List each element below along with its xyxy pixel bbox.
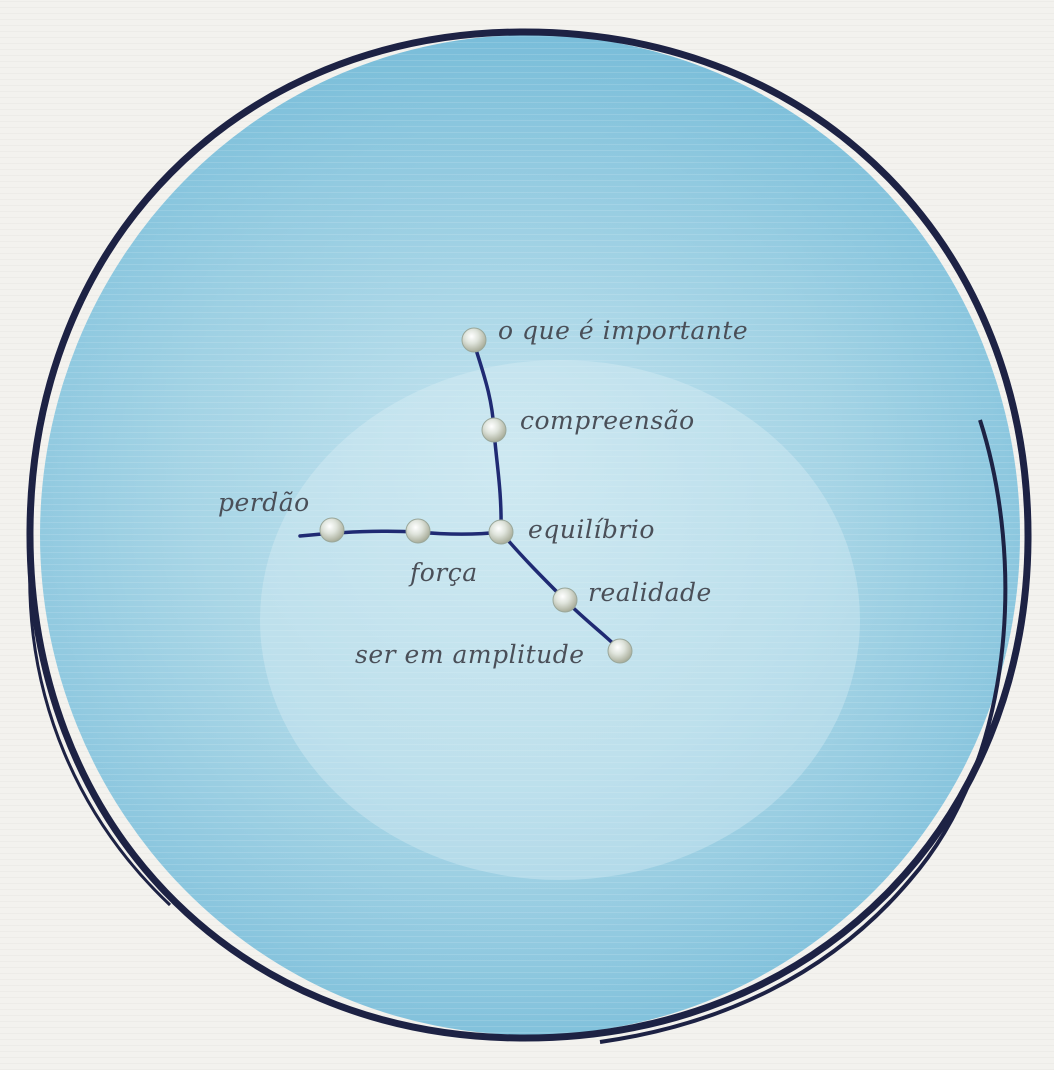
label-o-que-e-importante: o que é importante — [498, 316, 748, 345]
watercolor-light-bloom — [260, 360, 860, 880]
label-ser-em-amplitude: ser em amplitude — [355, 640, 585, 669]
bead — [553, 588, 577, 612]
bead — [320, 518, 344, 542]
bead — [482, 418, 506, 442]
label-equilibrio: equilíbrio — [528, 515, 655, 544]
label-forca: força — [410, 558, 478, 587]
label-compreensao: compreensão — [520, 406, 695, 435]
label-realidade: realidade — [588, 578, 712, 607]
label-perdao: perdão — [218, 488, 310, 517]
bead — [608, 639, 632, 663]
bead — [406, 519, 430, 543]
bead — [489, 520, 513, 544]
bead — [462, 328, 486, 352]
